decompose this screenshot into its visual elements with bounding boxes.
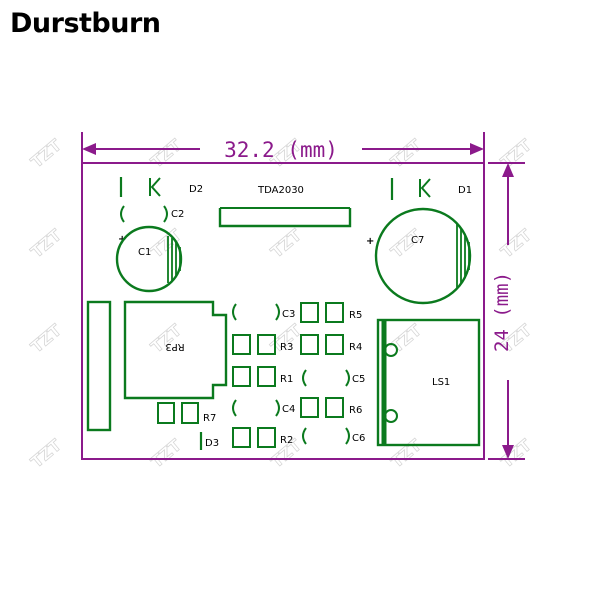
c4-label: C4: [282, 404, 295, 415]
c2-label: C2: [171, 209, 184, 220]
d2-diode-icon: [149, 177, 161, 197]
r7-pad-left: [157, 402, 175, 424]
tda2030-outline: [218, 208, 352, 228]
watermark: TZT: [387, 135, 425, 171]
ls1-connector: [376, 318, 481, 447]
rp3-label: RP3: [165, 341, 184, 352]
r4-resistor: [300, 334, 344, 355]
watermark: TZT: [497, 435, 535, 471]
r7-label: R7: [203, 413, 216, 424]
height-dimension-label: 24 (mm): [491, 272, 513, 352]
watermark: TZT: [267, 225, 305, 261]
tda2030-label: TDA2030: [257, 185, 304, 196]
watermark: TZT: [27, 435, 65, 471]
r3-resistor: [232, 334, 276, 355]
c2-outline: [120, 205, 125, 223]
d1-diode-icon: [419, 178, 431, 198]
ls1-pin-1: [384, 343, 398, 357]
r6-resistor: [300, 397, 344, 418]
watermark: TZT: [497, 135, 535, 171]
d2-label: D2: [189, 184, 203, 195]
r6-label: R6: [349, 405, 362, 416]
c5-label: C5: [352, 374, 365, 385]
c7-polarity-band: [456, 224, 470, 288]
c3-label: C3: [282, 309, 295, 320]
d1-label: D1: [458, 185, 472, 196]
watermark: TZT: [27, 135, 65, 171]
watermark: TZT: [387, 320, 425, 356]
watermark: TZT: [497, 225, 535, 261]
r7-pad-right: [181, 402, 199, 424]
ls1-pin-2: [384, 409, 398, 423]
ls1-label: LS1: [432, 377, 450, 388]
c6-capacitor: [302, 427, 350, 445]
c7-plus-sign: +: [366, 236, 374, 247]
c1-polarity-band: [167, 236, 181, 283]
c7-label: C7: [411, 235, 424, 246]
r3-label: R3: [280, 342, 293, 353]
c1-label: C1: [138, 247, 151, 258]
r4-label: R4: [349, 342, 362, 353]
c1-capacitor: [115, 225, 183, 293]
d3-label: D3: [205, 438, 219, 449]
left-connector: [86, 300, 112, 432]
r5-label: R5: [349, 310, 362, 321]
c7-capacitor: [374, 207, 472, 305]
r1-resistor: [232, 366, 276, 387]
watermark: TZT: [147, 135, 185, 171]
board-outline: [81, 162, 485, 460]
watermark: TZT: [387, 435, 425, 471]
dimension-height: [488, 162, 525, 460]
c4-capacitor: [232, 399, 280, 417]
rp3-potentiometer: [123, 300, 228, 400]
width-dimension-label: 32.2 (mm): [224, 138, 338, 162]
c6-label: C6: [352, 433, 365, 444]
r2-resistor: [232, 427, 276, 448]
r5-resistor: [300, 302, 344, 323]
c3-capacitor: [232, 303, 280, 321]
c5-capacitor: [302, 369, 350, 387]
watermark: TZT: [147, 435, 185, 471]
brand-logo: Durstburn: [10, 8, 161, 39]
watermark: TZT: [27, 225, 65, 261]
r2-label: R2: [280, 435, 293, 446]
r1-label: R1: [280, 374, 293, 385]
watermark: TZT: [27, 320, 65, 356]
